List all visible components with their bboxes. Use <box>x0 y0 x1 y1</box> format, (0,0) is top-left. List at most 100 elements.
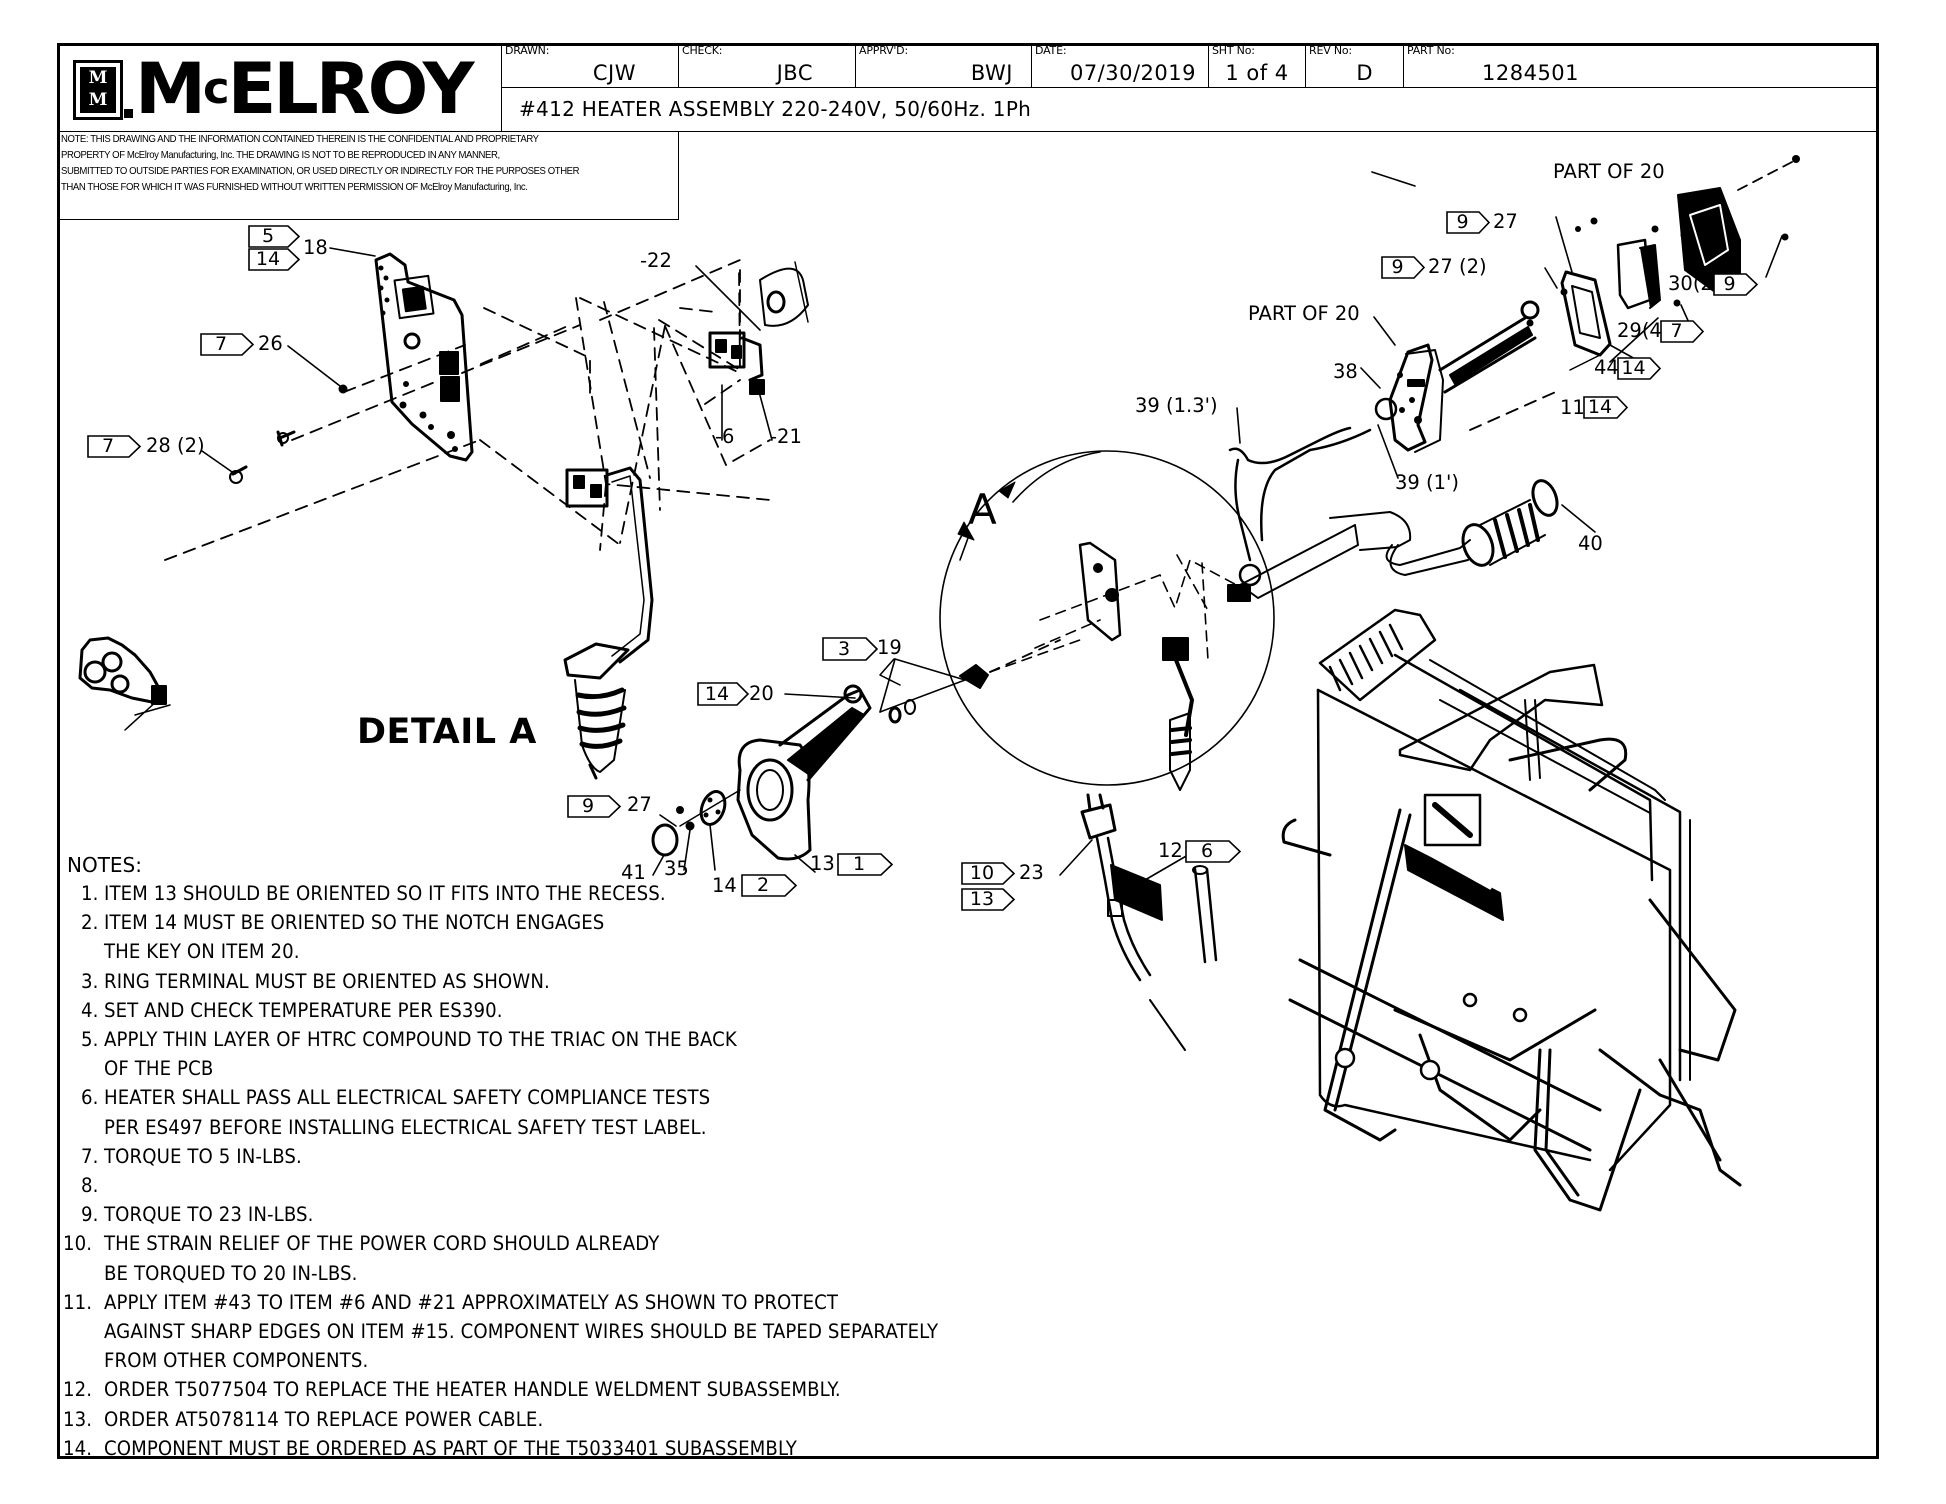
confidentiality-note: NOTE: THIS DRAWING AND THE INFORMATION C… <box>57 132 679 220</box>
note-flag-number: 9 <box>1723 273 1736 295</box>
note-text: OF THE PCB <box>104 1057 214 1081</box>
handle-assembly <box>651 639 1061 861</box>
callout-item-6: -6 <box>715 425 735 448</box>
revision-cell: REV No: D <box>1306 43 1404 88</box>
callout-item-39-long: 39 (1.3') <box>1135 394 1218 417</box>
callout-item-29: 29(4) <box>1617 319 1670 342</box>
note-flag-9: 9 <box>1446 211 1491 234</box>
power-cord <box>1080 793 1218 1051</box>
approved-by-cell: APPRV'D: BWJ <box>856 43 1032 88</box>
note-flag-2: 2 <box>741 874 798 897</box>
callout-item-11: 11 <box>1560 396 1585 419</box>
note-number: 1. <box>81 882 99 905</box>
callout-item-22: -22 <box>640 249 672 272</box>
checked-by-label: CHECK: <box>682 44 723 57</box>
detail-a-drawing <box>78 252 809 780</box>
note-number: 3. <box>81 969 99 993</box>
sheet-number-cell: SHT No: 1 of 4 <box>1209 43 1306 88</box>
note-number: 11. <box>63 1290 93 1314</box>
note-text: THE KEY ON ITEM 20. <box>104 940 300 964</box>
logo-letter-c: c <box>203 63 230 114</box>
callout-item-27-2: 27 (2) <box>1428 255 1487 278</box>
callout-part-of-20-cover: PART OF 20 <box>1553 160 1665 183</box>
checked-by-cell: CHECK: JBC <box>679 43 856 88</box>
note-flag-number: 6 <box>1200 840 1214 862</box>
callout-item-40: 40 <box>1578 532 1603 555</box>
note-flag-number: 14 <box>1587 396 1613 418</box>
date-label: DATE: <box>1035 44 1067 57</box>
note-text: TORQUE TO 5 IN-LBS. <box>104 1144 302 1168</box>
callout-item-38: 38 <box>1333 360 1358 383</box>
note-flag-number: 13 <box>969 888 995 910</box>
callout-item-12: 12 <box>1158 839 1183 862</box>
sheet-number-label: SHT No: <box>1212 44 1255 57</box>
note-number: 5. <box>81 1028 99 1051</box>
detail-view-letter: A <box>968 485 997 534</box>
note-flag-6: 6 <box>1185 840 1242 863</box>
part-number-value: 1284501 <box>1482 61 1580 85</box>
note-flag-14: 14 <box>1583 396 1629 419</box>
logo-letter-m: M <box>135 48 206 130</box>
notes-heading: NOTES: <box>67 853 142 877</box>
note-flag-number: 10 <box>969 862 995 884</box>
callout-item-18: 18 <box>303 236 328 259</box>
part-number-cell: PART No: 1284501 <box>1404 43 1879 88</box>
note-text: AGAINST SHARP EDGES ON ITEM #15. COMPONE… <box>104 1320 939 1343</box>
drawing-border <box>57 43 1879 1459</box>
part-number-label: PART No: <box>1407 44 1455 57</box>
callout-item-21: -21 <box>770 425 802 448</box>
note-text: FROM OTHER COMPONENTS. <box>104 1349 369 1373</box>
note-flag-3: 3 <box>822 637 879 661</box>
confidentiality-note-line: THAN THOSE FOR WHICH IT WAS FURNISHED WI… <box>61 182 528 193</box>
callout-item-44: 44 <box>1594 356 1619 379</box>
note-flag-number: 1 <box>852 853 866 875</box>
note-flag-number: 7 <box>214 333 228 355</box>
drawing-title-cell: #412 HEATER ASSEMBLY 220-240V, 50/60Hz. … <box>502 88 1879 132</box>
note-flag-5: 5 <box>248 225 301 248</box>
logo-dot <box>124 109 133 118</box>
callout-item-26: 26 <box>258 332 283 355</box>
drawn-by-label: DRAWN: <box>505 44 550 57</box>
note-flag-9: 9 <box>567 795 622 818</box>
heater-element-icon <box>563 466 654 780</box>
note-number: 4. <box>81 998 99 1022</box>
note-flag-number: 5 <box>261 225 275 247</box>
callout-item-14: 14 <box>712 874 737 897</box>
company-logo: McELROY <box>135 48 474 130</box>
connector-icon <box>708 331 765 395</box>
note-flag-number: 7 <box>101 435 115 457</box>
checked-by-value: JBC <box>776 61 813 85</box>
note-text: ITEM 13 SHOULD BE ORIENTED SO IT FITS IN… <box>104 882 666 905</box>
note-text: APPLY ITEM #43 TO ITEM #6 AND #21 APPROX… <box>104 1290 839 1314</box>
note-text: PER ES497 BEFORE INSTALLING ELECTRICAL S… <box>104 1115 707 1139</box>
note-text: HEATER SHALL PASS ALL ELECTRICAL SAFETY … <box>104 1086 711 1110</box>
note-flag-number: 2 <box>756 874 770 896</box>
note-number: 2. <box>81 911 99 935</box>
note-text: ORDER AT5078114 TO REPLACE POWER CABLE. <box>104 1407 544 1431</box>
note-text: SET AND CHECK TEMPERATURE PER ES390. <box>104 998 503 1022</box>
callout-item-27-top: 27 <box>1493 210 1518 233</box>
callout-item-27: 27 <box>627 793 652 816</box>
note-text: TORQUE TO 23 IN-LBS. <box>104 1203 314 1227</box>
leader-lines <box>201 171 1783 881</box>
drawing-title: #412 HEATER ASSEMBLY 220-240V, 50/60Hz. … <box>519 97 1032 121</box>
confidentiality-note-line: SUBMITTED TO OUTSIDE PARTIES FOR EXAMINA… <box>61 166 580 177</box>
callout-part-of-20-housing: PART OF 20 <box>1248 302 1360 325</box>
note-text: COMPONENT MUST BE ORDERED AS PART OF THE… <box>104 1436 797 1460</box>
thermostat-housing <box>1388 155 1800 453</box>
note-number: 10. <box>63 1232 93 1256</box>
note-number: 9. <box>81 1203 99 1227</box>
callout-item-30: 30(2) <box>1668 272 1721 295</box>
callout-item-20: 20 <box>749 682 774 705</box>
revision-label: REV No: <box>1309 44 1352 57</box>
note-text: APPLY THIN LAYER OF HTRC COMPOUND TO THE… <box>104 1028 737 1051</box>
confidentiality-note-line: NOTE: THIS DRAWING AND THE INFORMATION C… <box>61 134 539 145</box>
note-number: 14. <box>63 1436 93 1460</box>
callout-item-41: 41 <box>621 861 646 884</box>
date-cell: DATE: 07/30/2019 <box>1032 43 1209 88</box>
callout-item-13: 13 <box>810 852 835 875</box>
note-flag-number: 9 <box>581 795 595 817</box>
note-flag-7: 7 <box>87 435 142 458</box>
